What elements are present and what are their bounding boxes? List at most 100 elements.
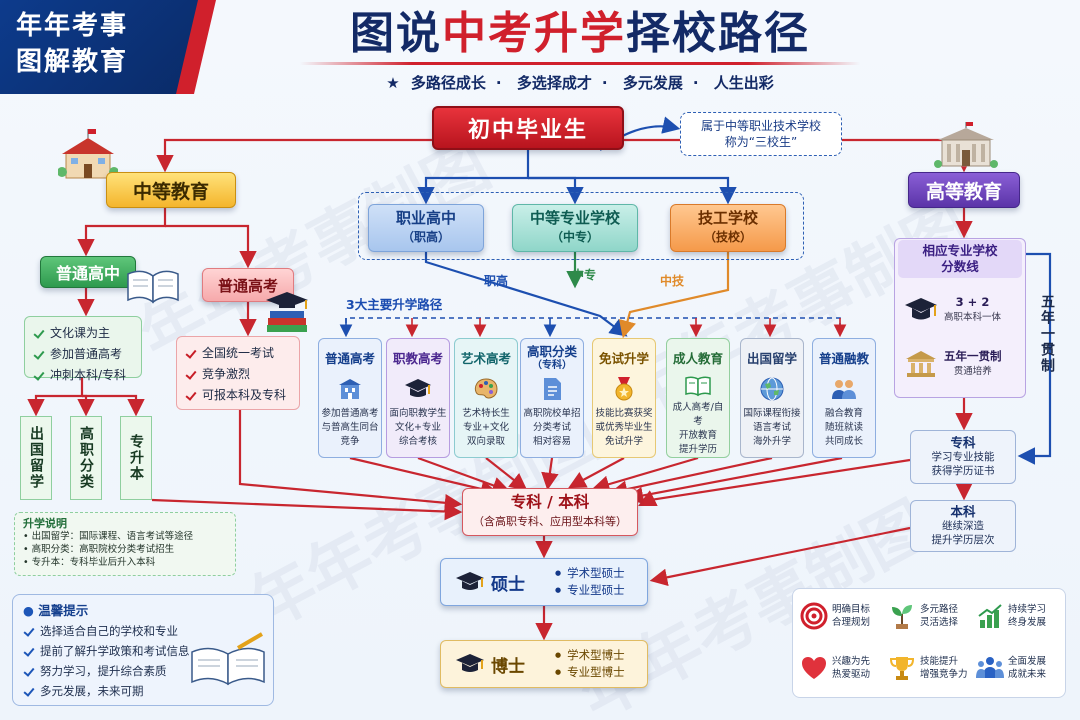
route-desc-line: 开放教育	[678, 430, 717, 441]
route-desc: 高职院校单招分类考试相对容易	[523, 407, 580, 449]
route-desc-line: 融合教育	[824, 408, 863, 419]
route-general-gaokao: 普通高考 参加普通高考与普高生同台竞争	[318, 338, 382, 458]
bachelor-right-title: 本科	[950, 504, 976, 519]
books-mortarboard-icon	[266, 292, 308, 332]
route-desc-line: 海外升学	[752, 436, 791, 447]
value-item: 全面发展 成就未来	[976, 648, 1066, 688]
general-high-features: 文化课为主 参加普通高考 冲刺本科/专科	[24, 316, 142, 382]
associate-bachelor-title: 专科 / 本科	[510, 493, 590, 511]
route-desc-line: 双向录取	[466, 436, 505, 447]
check-icon	[185, 390, 196, 401]
value-text: 兴趣为先 热爱驱动	[832, 656, 871, 680]
route-desc: 参加普通高考与普高生同台竞争	[321, 407, 378, 449]
route-desc-line: 文化+专业	[395, 422, 441, 433]
lightbulb-icon: ●	[23, 603, 34, 618]
route-title: 艺术高考	[461, 345, 511, 373]
explain-title: 升学说明	[23, 517, 67, 530]
vocational-name: 中等专业学校	[529, 209, 620, 227]
route-desc-line: 语言考试	[752, 422, 791, 433]
route-name: 出国留学	[746, 351, 797, 366]
route-desc-line: 参加普通高考	[321, 408, 379, 419]
list-item: 冲刺本科/专科	[33, 365, 133, 386]
mortarboard-icon	[456, 572, 484, 590]
doctor-degree-box: 博士 学术型博士专业型博士	[440, 640, 648, 688]
value-text: 全面发展 成就未来	[1008, 656, 1047, 680]
route-inclusive-education: 普通融教 融合教育随班就读共同成长	[812, 338, 876, 458]
list-item: 努力学习，提升综合素质	[23, 661, 263, 681]
value-item: 多元路径 灵活选择	[888, 596, 978, 636]
explain-item: • 高职分类：高职院校分类考试招生	[23, 544, 175, 555]
growth-chart-icon	[978, 604, 1002, 628]
route-desc: 国际课程衔接语言考试海外升学	[743, 407, 800, 449]
doctor-item: 学术型博士	[555, 647, 625, 664]
document-icon	[537, 375, 567, 403]
route-vocational-college-classify: 高职分类（专科） 高职院校单招分类考试相对容易	[520, 338, 584, 458]
route-title: 免试升学	[599, 345, 649, 373]
value-item: 技能提升 增强竞争力	[888, 648, 978, 688]
path-five-year-title: 五年一贯制	[944, 349, 1002, 363]
tag-zhongji: 中技	[660, 274, 685, 288]
target-icon	[800, 602, 828, 630]
route-desc: 艺术特长生专业+文化双向录取	[462, 407, 510, 449]
list-item-text: 冲刺本科/专科	[50, 368, 127, 382]
route-desc-line: 成人高考/自考	[672, 402, 724, 427]
associate-right-desc: 学习专业技能 获得学历证书	[931, 451, 995, 477]
path-five-year-desc: 贯通培养	[953, 366, 992, 377]
score-line-title: 相应专业学校 分数线	[898, 240, 1022, 278]
tips-panel: ● 温馨提示 选择适合自己的学校和专业 提前了解升学政策和考试信息 努力学习，提…	[12, 594, 274, 706]
path-3plus2-desc: 高职本科一体	[944, 312, 1002, 323]
check-icon	[33, 370, 44, 381]
list-item: 选择适合自己的学校和专业	[23, 621, 263, 641]
route-exam-free: 免试升学 技能比赛获奖或优秀毕业生免试升学	[592, 338, 656, 458]
associate-right-title: 专科	[950, 435, 976, 450]
university-building-icon	[934, 122, 998, 168]
associate-bachelor-box: 专科 / 本科 （含高职专科、应用型本科等）	[462, 488, 638, 536]
list-item: 全国统一考试	[185, 343, 291, 364]
explain-panel: 升学说明 • 出国留学：国际课程、语言考试等途径 • 高职分类：高职院校分类考试…	[14, 512, 236, 576]
master-item: 专业型硕士	[555, 582, 625, 599]
globe-icon	[757, 375, 787, 403]
explain-item-text: 专升本：专科毕业后升入本科	[31, 557, 156, 568]
title-underline	[300, 62, 860, 65]
check-icon	[185, 369, 196, 380]
route-desc-line: 或优秀毕业生	[595, 422, 653, 433]
institution-icon	[906, 351, 936, 377]
school-building-icon	[58, 129, 118, 179]
check-icon	[23, 646, 34, 657]
subtitle: ★ 多路径成长· 多选择成才· 多元发展· 人生出彩	[386, 74, 774, 92]
list-item-text: 多元发展，未来可期	[40, 684, 144, 698]
check-icon	[23, 666, 34, 677]
list-item-text: 提前了解升学政策和考试信息	[40, 644, 190, 658]
value-text: 明确目标 合理规划	[832, 604, 871, 628]
master-title: 硕士	[491, 574, 525, 595]
sprout-icon	[892, 605, 912, 629]
value-text: 技能提升 增强竞争力	[920, 656, 968, 680]
mortarboard-icon	[905, 298, 937, 320]
path-five-year: 五年一贯制贯通培养	[904, 342, 1022, 386]
subtitle-item: 人生出彩	[713, 74, 774, 92]
medal-icon	[609, 375, 639, 403]
list-item-text: 可报本科及专科	[202, 388, 287, 402]
vocational-sub: （职高）	[401, 230, 450, 244]
brand-line-2: 图解教育	[16, 47, 129, 77]
route-desc-line: 免试升学	[604, 436, 643, 447]
trophy-icon	[889, 657, 915, 680]
routes-label: 3大主要升学路径	[346, 297, 443, 312]
tag-zhongzhuan: 中专	[572, 268, 597, 282]
people-icon	[829, 375, 859, 403]
master-list: 学术型硕士专业型硕士	[555, 565, 625, 599]
branch-vocational-college: 高职分类	[70, 416, 102, 500]
doctor-item: 专业型博士	[555, 664, 625, 681]
route-name: 普通融教	[818, 351, 869, 366]
people-icon	[976, 657, 1004, 678]
vocational-sub: （中专）	[550, 230, 599, 244]
route-desc-line: 与普高生同台	[321, 422, 379, 433]
open-book-icon	[127, 270, 179, 304]
route-art-gaokao: 艺术高考 艺术特长生专业+文化双向录取	[454, 338, 518, 458]
list-item-text: 文化课为主	[50, 326, 111, 340]
master-degree-box: 硕士 学术型硕士专业型硕士	[440, 558, 648, 606]
book-pencil-icon	[191, 632, 265, 686]
route-study-abroad: 出国留学 国际课程衔接语言考试海外升学	[740, 338, 804, 458]
list-item: 竞争激烈	[185, 364, 291, 385]
